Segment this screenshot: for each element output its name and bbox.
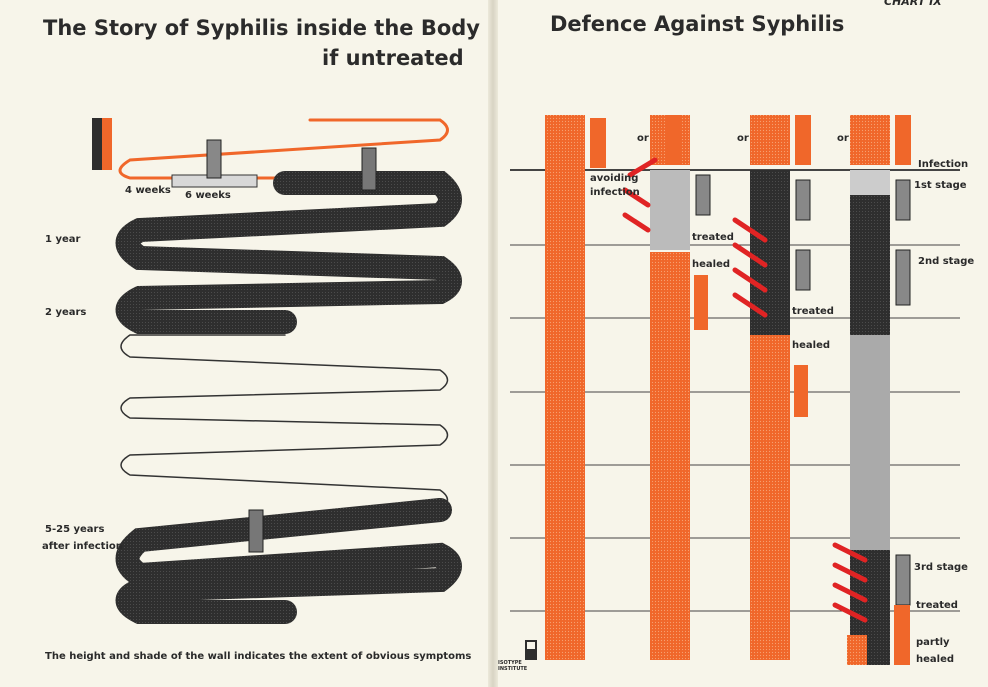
column-second-treated bbox=[750, 115, 811, 660]
logo-mark bbox=[527, 642, 535, 649]
column-bar bbox=[650, 252, 690, 660]
label-3rd-stage: 3rd stage bbox=[914, 562, 968, 573]
person-icon bbox=[895, 115, 911, 165]
person-icon bbox=[895, 179, 911, 221]
left-title-line1: The Story of Syphilis inside the Body bbox=[43, 16, 480, 40]
label-avoiding: avoiding bbox=[590, 173, 639, 184]
right-title: Defence Against Syphilis bbox=[550, 12, 845, 36]
person-icon bbox=[102, 118, 112, 170]
column-bar bbox=[545, 115, 585, 660]
column-bar bbox=[750, 115, 790, 165]
syringe-icon bbox=[732, 267, 768, 293]
label-infection-avoid: infection bbox=[590, 187, 640, 198]
syringe-icon bbox=[622, 187, 651, 208]
syringe-icon bbox=[832, 582, 868, 603]
person-icon bbox=[665, 115, 681, 165]
person-icon bbox=[795, 249, 811, 291]
left-title-line2: if untreated bbox=[322, 46, 464, 70]
syringe-icon bbox=[732, 242, 768, 268]
label-2-years: 2 years bbox=[45, 307, 87, 318]
label-infection: Infection bbox=[918, 159, 969, 170]
label-healed: healed bbox=[692, 259, 731, 270]
person-icon bbox=[248, 509, 264, 553]
label-treated: treated bbox=[692, 232, 734, 243]
person-icon bbox=[361, 147, 377, 191]
chart-number: CHART IX bbox=[884, 0, 942, 8]
label-5-25-years: 5-25 years bbox=[45, 524, 105, 535]
label-after-infection: after infection bbox=[42, 541, 123, 552]
person-icon bbox=[894, 605, 910, 665]
syringe-icon bbox=[627, 157, 658, 178]
column-bar bbox=[850, 115, 890, 165]
syringe-icon bbox=[832, 602, 868, 623]
or-label: or bbox=[637, 133, 649, 144]
label-6-weeks: 6 weeks bbox=[185, 190, 231, 201]
label-partly: partly bbox=[916, 637, 950, 648]
column-early-treated bbox=[650, 115, 711, 660]
syringe-icons bbox=[622, 157, 868, 623]
label-2nd-stage: 2nd stage bbox=[918, 256, 975, 267]
label-healed: healed bbox=[916, 654, 955, 665]
spiral-orange-start bbox=[118, 118, 449, 180]
person-icon bbox=[795, 179, 811, 221]
column-bar bbox=[850, 335, 890, 550]
syringe-icon bbox=[832, 542, 868, 563]
person-icon bbox=[590, 118, 606, 168]
column-avoiding bbox=[545, 115, 606, 660]
syringe-icon bbox=[832, 562, 868, 583]
isotype-logo bbox=[525, 640, 537, 660]
label-4-weeks: 4 weeks bbox=[125, 185, 171, 196]
person-icon bbox=[795, 115, 811, 165]
column-bar bbox=[850, 550, 890, 635]
syringe-icon bbox=[732, 217, 768, 243]
spiral-wall bbox=[115, 118, 462, 624]
column-bar bbox=[850, 170, 890, 195]
label-treated: treated bbox=[916, 600, 958, 611]
label-treated: treated bbox=[792, 306, 834, 317]
wall-first-year bbox=[115, 171, 462, 334]
column-bar bbox=[750, 335, 790, 660]
isotype-logo-text: ISOTYPE INSTITUTE bbox=[498, 660, 528, 672]
label-1-year: 1 year bbox=[45, 234, 81, 245]
wall-late-stage bbox=[115, 498, 462, 624]
syringe-icon bbox=[732, 292, 768, 318]
column-late-treated bbox=[847, 115, 911, 665]
column-bar bbox=[867, 635, 890, 665]
column-bar bbox=[847, 635, 867, 665]
label-1st-stage: 1st stage bbox=[914, 180, 967, 191]
column-bar bbox=[650, 170, 690, 250]
footnote: The height and shade of the wall indicat… bbox=[45, 651, 472, 662]
book-gutter bbox=[488, 0, 498, 687]
person-icon bbox=[895, 554, 911, 606]
label-healed: healed bbox=[792, 340, 831, 351]
human-figures-left bbox=[92, 118, 377, 553]
person-icon bbox=[694, 275, 708, 330]
person-icon bbox=[895, 249, 911, 306]
person-icon bbox=[92, 118, 102, 170]
syringe-icon bbox=[622, 212, 651, 233]
spiral-thin-latent bbox=[120, 334, 449, 511]
person-icon bbox=[206, 139, 222, 179]
or-label: or bbox=[837, 133, 849, 144]
or-label: or bbox=[737, 133, 749, 144]
person-icon bbox=[695, 174, 711, 216]
person-icon bbox=[794, 365, 808, 417]
column-bar bbox=[850, 195, 890, 335]
